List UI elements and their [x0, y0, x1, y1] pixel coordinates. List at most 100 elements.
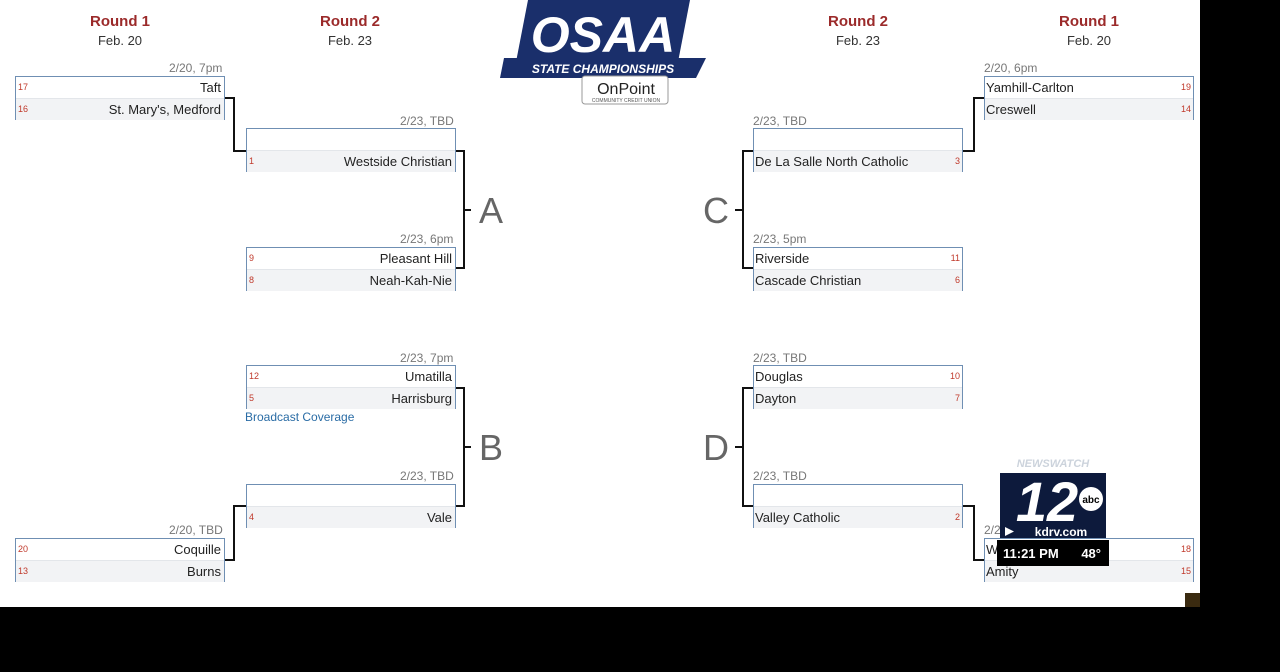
- game-box[interactable]: Yamhill-Carlton 19 Creswell 14: [984, 76, 1194, 120]
- team-row[interactable]: Cascade Christian 6: [754, 270, 962, 291]
- game-box[interactable]: 1 Westside Christian: [246, 128, 456, 172]
- team-name: De La Salle North Catholic: [755, 154, 909, 169]
- team-row[interactable]: De La Salle North Catholic 3: [754, 151, 962, 172]
- team-name: Douglas: [755, 369, 803, 384]
- game-time: 2/23, TBD: [753, 351, 807, 365]
- team-row[interactable]: Valley Catholic 2: [754, 507, 962, 528]
- game-box[interactable]: 9 Pleasant Hill 8 Neah-Kah-Nie: [246, 247, 456, 291]
- round-title: Round 1: [90, 13, 150, 30]
- game-box[interactable]: 20 Coquille 13 Burns: [15, 538, 225, 582]
- left-round1-header: Round 1 Feb. 20: [60, 13, 180, 48]
- team-row[interactable]: [754, 485, 962, 507]
- team-row[interactable]: 17 Taft: [16, 77, 224, 99]
- round-date: Feb. 20: [97, 33, 143, 48]
- bracket-line: [456, 267, 464, 269]
- team-row[interactable]: Riverside 11: [754, 248, 962, 270]
- game-box[interactable]: 4 Vale: [246, 484, 456, 528]
- team-row[interactable]: 20 Coquille: [16, 539, 224, 561]
- team-row[interactable]: 12 Umatilla: [247, 366, 455, 388]
- seed: 15: [1180, 566, 1191, 576]
- team-row[interactable]: Dayton 7: [754, 388, 962, 409]
- team-row[interactable]: [247, 129, 455, 151]
- game-box[interactable]: Riverside 11 Cascade Christian 6: [753, 247, 963, 291]
- bracket-line: [975, 559, 984, 561]
- region-label-b: B: [478, 427, 503, 468]
- bracket-line: [744, 387, 753, 389]
- game-time: 2/23, TBD: [400, 114, 454, 128]
- seed: 20: [18, 544, 29, 554]
- game-time: 2/20, TBD: [169, 523, 223, 537]
- game-box[interactable]: De La Salle North Catholic 3: [753, 128, 963, 172]
- left-round2-header: Round 2 Feb. 23: [290, 13, 410, 48]
- play-icon: [1005, 527, 1014, 536]
- game-box[interactable]: Valley Catholic 2: [753, 484, 963, 528]
- team-name: Harrisburg: [391, 391, 452, 406]
- clock-text: 11:21 PM: [1003, 546, 1059, 561]
- bracket-line: [233, 505, 246, 507]
- team-name: Westside Christian: [343, 154, 452, 169]
- team-row[interactable]: [247, 485, 455, 507]
- bracket-line: [963, 150, 974, 152]
- game-box[interactable]: Douglas 10 Dayton 7: [753, 365, 963, 409]
- team-row[interactable]: Creswell 14: [985, 99, 1193, 120]
- seed: 13: [18, 566, 29, 576]
- seed: 4: [249, 512, 255, 522]
- seed: 19: [1180, 82, 1191, 92]
- corner-mark: [1185, 593, 1200, 607]
- round-date: Feb. 20: [1066, 33, 1112, 48]
- bracket-line: [963, 505, 974, 507]
- bracket-line: [233, 505, 235, 561]
- bracket-line: [744, 267, 753, 269]
- team-name: Vale: [426, 510, 452, 525]
- logo-main-text: OSAA: [531, 7, 675, 63]
- sponsor-text: OnPoint: [597, 81, 655, 98]
- team-row[interactable]: 1 Westside Christian: [247, 151, 455, 172]
- team-row[interactable]: 13 Burns: [16, 561, 224, 582]
- bracket-page: Round 1 Feb. 20 Round 2 Feb. 23 Round 2 …: [0, 0, 1200, 607]
- bracket-line: [975, 97, 984, 99]
- team-row[interactable]: 4 Vale: [247, 507, 455, 528]
- seed: 1: [249, 156, 255, 166]
- game-box[interactable]: 12 Umatilla 5 Harrisburg: [246, 365, 456, 409]
- seed: 14: [1180, 104, 1191, 114]
- bracket-line: [456, 150, 464, 152]
- team-row[interactable]: 16 St. Mary's, Medford: [16, 99, 224, 120]
- seed: 2: [954, 512, 960, 522]
- team-row[interactable]: Yamhill-Carlton 19: [985, 77, 1193, 99]
- temperature-text: 48°: [1081, 546, 1101, 561]
- seed: 18: [1180, 544, 1191, 554]
- seed: 17: [18, 82, 29, 92]
- team-row[interactable]: [754, 129, 962, 151]
- seed: 8: [249, 275, 255, 285]
- game-box[interactable]: 17 Taft 16 St. Mary's, Medford: [15, 76, 225, 120]
- right-round1-header: Round 1 Feb. 20: [1029, 13, 1149, 48]
- bracket-line: [744, 505, 753, 507]
- team-name: Amity: [986, 564, 1019, 579]
- bracket-line: [744, 150, 753, 152]
- broadcast-coverage-link[interactable]: Broadcast Coverage: [245, 410, 355, 424]
- team-row[interactable]: Amity 15: [985, 561, 1193, 582]
- team-row[interactable]: 9 Pleasant Hill: [247, 248, 455, 270]
- bracket-line: [225, 559, 233, 561]
- bracket-line: [456, 505, 464, 507]
- team-name: Cascade Christian: [755, 273, 862, 288]
- team-row[interactable]: 8 Neah-Kah-Nie: [247, 270, 455, 291]
- bracket-line: [463, 446, 471, 448]
- region-label-d: D: [703, 427, 729, 468]
- bracket-line: [742, 150, 744, 269]
- seed: 3: [954, 156, 960, 166]
- team-name: St. Mary's, Medford: [108, 102, 221, 117]
- game-time: 2/23, 7pm: [400, 351, 454, 365]
- round-date: Feb. 23: [835, 33, 881, 48]
- game-time: 2/23, TBD: [400, 469, 454, 483]
- team-name: Neah-Kah-Nie: [369, 273, 452, 288]
- team-name: Riverside: [755, 251, 810, 266]
- team-row[interactable]: 5 Harrisburg: [247, 388, 455, 409]
- bracket-line: [973, 505, 975, 561]
- bracket-line: [463, 209, 471, 211]
- seed: 7: [954, 393, 960, 403]
- game-time: 2/2: [984, 523, 1001, 537]
- team-row[interactable]: Douglas 10: [754, 366, 962, 388]
- team-name: Yamhill-Carlton: [986, 80, 1074, 95]
- site-text: kdrv.com: [1035, 525, 1087, 539]
